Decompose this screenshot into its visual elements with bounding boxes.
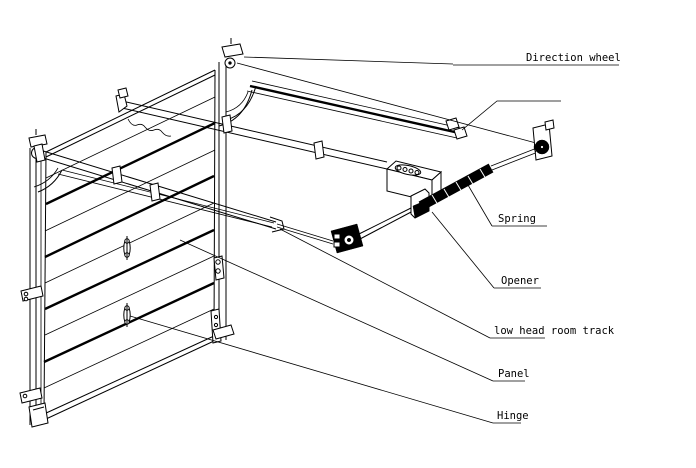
label-direction-wheel: Direction wheel [526,52,621,64]
hinge-upper [123,236,131,260]
label-low-head-room-track: low head room track [494,325,615,337]
leader-hinge [129,315,494,424]
label-opener: Opener [501,275,539,287]
right-track-bottom-bracket [210,308,235,344]
label-hinge: Hinge [497,410,529,422]
left-track-lower-bracket [19,387,43,404]
hinge-lower [123,303,131,327]
opener-chain [127,118,172,137]
track-hanger-tab [149,182,161,202]
track-end-hook [269,216,285,233]
rear-bracket-drum [532,119,555,161]
trolley [330,223,364,254]
bar-end-cap [33,143,46,163]
leader-spring [467,184,493,227]
leader-low-head-room-track [279,228,491,339]
leader-panel [179,239,494,382]
left-track-bracket [20,285,44,302]
labels: Direction wheel Spring Opener low head r… [453,52,621,424]
left-vertical-track [19,129,63,428]
rail-header-flag [117,87,129,99]
leader-direction-wheel [243,56,454,65]
right-track-roller [213,255,225,281]
bottom-corner-bracket-left [28,402,49,428]
door-arm [276,223,334,242]
track-end-cap-lower [453,126,468,140]
label-spring: Spring [498,213,536,225]
track-hanger-tab [111,165,123,185]
lifting-cable [236,62,537,144]
horizontal-track-rear [236,62,537,144]
rail-tab [313,140,325,160]
rail-tab [221,114,233,134]
leader-opener [431,211,495,289]
door-panel [43,69,216,420]
label-panel: Panel [498,368,530,380]
direction-wheel-right [221,38,244,69]
low-head-room-track-bar [33,143,285,233]
right-vertical-track [210,38,257,344]
opener-unit [385,160,443,204]
spring-coil [418,163,494,211]
spring-assembly [276,119,555,254]
leader-lines [129,56,561,424]
track-end-cap-upper [445,117,460,131]
leader-unlabeled [461,100,561,131]
opener-rail [115,87,388,170]
